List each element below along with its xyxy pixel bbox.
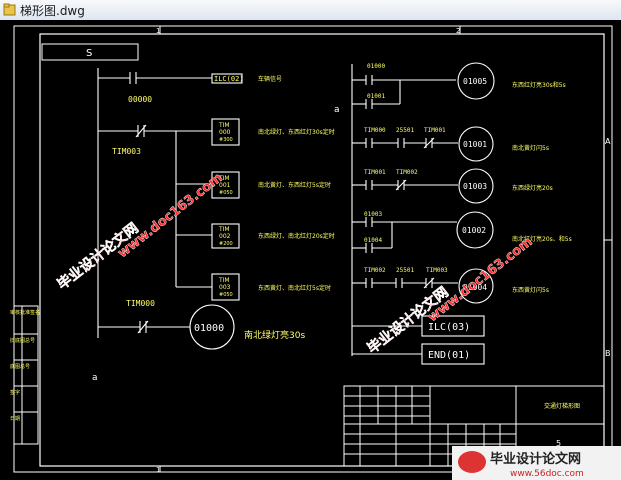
sidebar-label: 签字 (10, 389, 20, 396)
r2-note: 南北黄灯闪5s (512, 144, 549, 152)
rung1-contact-label: 00000 (128, 95, 152, 104)
window-titlebar: 梯形图.dwg (0, 0, 621, 21)
sidebar-label: 底图总号 (10, 363, 30, 370)
window-title: 梯形图.dwg (20, 4, 85, 18)
r3-note: 东西绿灯亮20s (512, 184, 553, 192)
outer-frame (13, 25, 613, 473)
logo-text: 毕业设计论文网 (490, 451, 581, 467)
rung3-coil-label: 01000 (194, 323, 224, 334)
sidebar-label: 旧底图总号 (10, 337, 35, 344)
timer0-note: 南北绿灯、东西红灯30s定时 (258, 128, 335, 136)
timer2-note: 东西绿灯、南北红灯20s定时 (258, 232, 335, 240)
r5-c2: 25501 (396, 267, 414, 274)
timer2-l1: TIM (218, 226, 230, 233)
header-box-label: S (86, 48, 92, 59)
r1-note: 东西红灯亮30s和5s (512, 81, 566, 89)
watermark-left: 毕业设计论文网 www.doc163.com (54, 170, 226, 293)
zone-label: 2 (456, 27, 460, 35)
r5-c3: TIM003 (426, 267, 448, 274)
inner-frame (39, 33, 605, 467)
header-box (41, 43, 139, 61)
timer0-l1: TIM (218, 122, 230, 129)
timer0-l2: 000 (219, 129, 231, 136)
watermark-url: www.doc163.com (425, 234, 535, 325)
zone-label: B (605, 349, 611, 358)
sidebar-label: 日期 (10, 416, 20, 422)
r4-coil: 01002 (462, 226, 486, 235)
r5-coil: 01004 (463, 283, 487, 292)
timer3-l3: #050 (219, 292, 233, 298)
timer2-l2: 002 (219, 233, 231, 240)
r4-note: 南北红灯亮20s、和5s (512, 235, 572, 243)
timer2-l3: #200 (219, 241, 233, 247)
right-ladder-labels: a 01000 01001 01005 东西红灯亮30s和5s TIM000 2… (334, 63, 572, 361)
r2-c1: TIM000 (364, 127, 386, 134)
dwg-file-icon (3, 3, 16, 16)
left-ladder (97, 68, 243, 350)
timer1-l1: TIM (218, 175, 230, 182)
r2-c3: TIM001 (424, 127, 446, 134)
left-ladder-labels: ILC(02) 车辆信号 00000 TIM003 TIM 000 #300 南… (92, 75, 335, 383)
r1-c1: 01000 (367, 63, 385, 70)
zone-label: A (605, 137, 611, 146)
rung3-note: 南北绿灯亮30s (244, 329, 305, 341)
watermark-right: 毕业设计论文网 www.doc163.com (364, 234, 536, 357)
right-bus-label: a (334, 105, 340, 115)
timer1-l2: 001 (219, 182, 231, 189)
timer3-l1: TIM (218, 277, 230, 284)
r5-note: 东西黄灯闪5s (512, 286, 549, 294)
ilc-instruction: ILC(03) (428, 322, 470, 333)
r5-c1: TIM002 (364, 267, 386, 274)
logo-mark-icon (458, 451, 486, 473)
r4-c1: 01003 (364, 211, 382, 218)
timer3-note: 东西黄灯、南北红灯5s定时 (258, 284, 331, 292)
rung1-coil-label: ILC(02) (214, 75, 244, 83)
ladder-diagram-canvas[interactable]: 1 2 1 2 A B S 审核批准签名 旧底图总号 底图总号 签字 日期 (0, 20, 621, 480)
watermark-url: www.doc163.com (115, 170, 225, 261)
r3-coil: 01003 (463, 182, 487, 191)
rung1-note: 车辆信号 (258, 75, 282, 83)
r4-c2: 01004 (364, 237, 382, 244)
timer1-l3: #050 (219, 190, 233, 196)
site-logo: 毕业设计论文网 www.56doc.com (452, 446, 621, 480)
r2-coil: 01001 (463, 140, 487, 149)
r3-c1: TIM001 (364, 169, 386, 176)
r1-c2: 01001 (367, 93, 385, 100)
end-instruction: END(01) (428, 350, 470, 361)
timer1-note: 南北黄灯、东西红灯5s定时 (258, 181, 331, 189)
rung2-contact-label: TIM003 (112, 147, 141, 156)
timer3-l2: 003 (219, 284, 231, 291)
title-block-name: 交通灯梯形图 (544, 402, 580, 410)
left-sidebar: 审核批准签名 旧底图总号 底图总号 签字 日期 (10, 305, 40, 445)
logo-url: www.56doc.com (510, 469, 584, 479)
r3-c2: TIM002 (396, 169, 418, 176)
zone-label: 1 (156, 27, 160, 35)
zone-label: 1 (156, 466, 160, 474)
title-block-sheet: 5 (556, 439, 561, 448)
left-bus-label: a (92, 373, 98, 383)
sidebar-label: 审核批准签名 (10, 309, 40, 316)
timer0-l3: #300 (219, 137, 233, 143)
rung3-contact-label: TIM000 (126, 299, 155, 308)
r2-c2: 25501 (396, 127, 414, 134)
right-ladder (351, 62, 495, 365)
r1-coil: 01005 (463, 77, 487, 86)
